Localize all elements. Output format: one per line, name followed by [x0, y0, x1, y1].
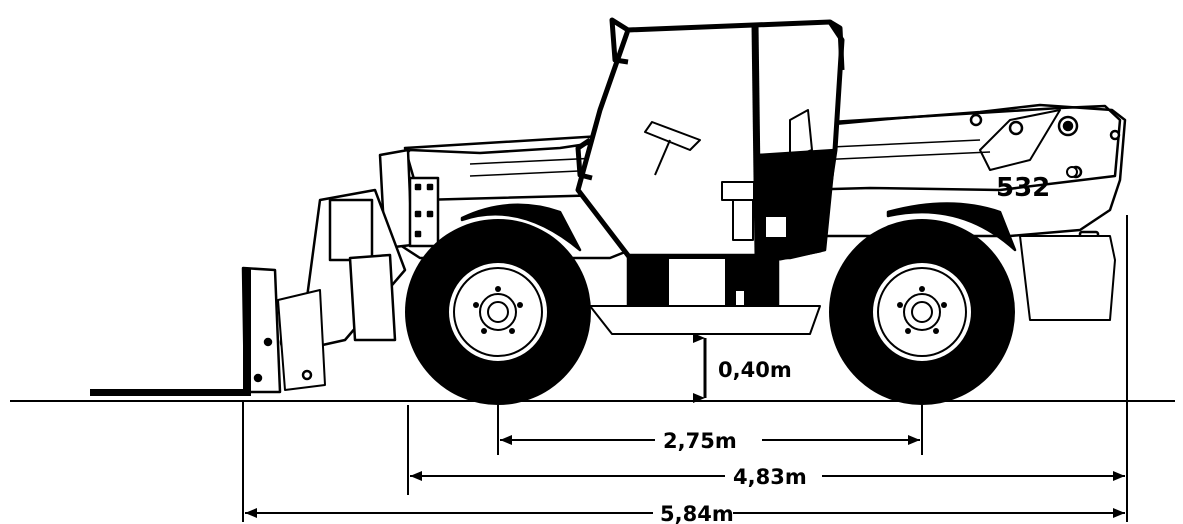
model-label: 532 [996, 173, 1050, 203]
wheelbase-label: 2,75m [663, 429, 737, 453]
telehandler-drawing [90, 17, 1127, 396]
ground-clearance-label: 0,40m [718, 358, 792, 382]
overall-length-label: 5,84m [660, 502, 734, 524]
telescopic-boom [403, 104, 1122, 202]
rear-wheel [829, 219, 1015, 405]
length-without-forks-label: 4,83m [733, 465, 807, 489]
front-wheel [405, 219, 591, 405]
fork-tine [90, 389, 250, 396]
front-fender [460, 203, 582, 252]
rear-fender [886, 202, 1017, 252]
